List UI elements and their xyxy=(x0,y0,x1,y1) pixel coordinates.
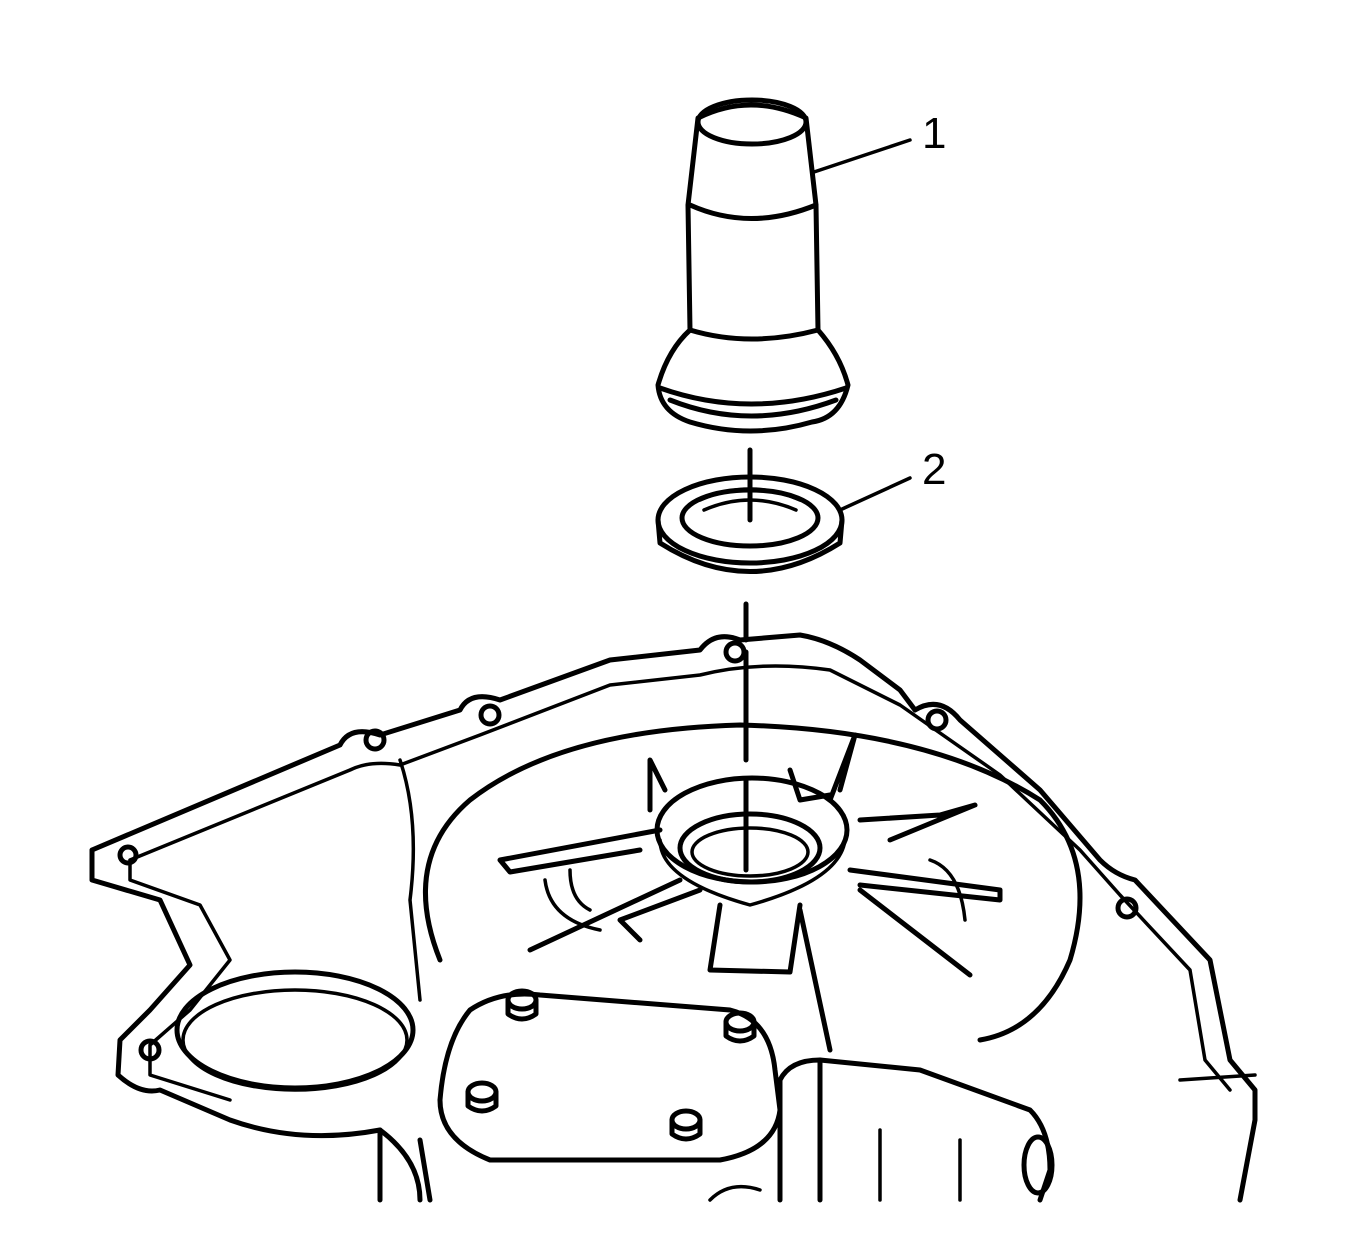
transmission-case xyxy=(89,632,1258,1203)
leader-line-1 xyxy=(812,138,912,174)
callout-1: 1 xyxy=(812,109,946,174)
installer-tool xyxy=(655,97,851,434)
callout-2: 2 xyxy=(838,445,946,512)
callout-label-1: 1 xyxy=(922,109,946,158)
callout-label-2: 2 xyxy=(922,445,946,494)
leader-line-2 xyxy=(838,476,912,512)
alignment-centerline xyxy=(743,447,753,873)
